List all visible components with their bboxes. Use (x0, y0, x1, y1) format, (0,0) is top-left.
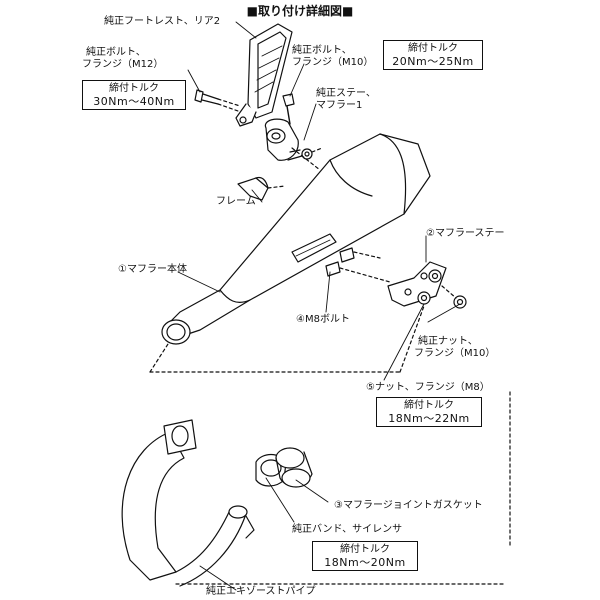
torque-band-value: 18Nm〜20Nm (324, 556, 406, 569)
muffler-stay-2-drawing (387, 261, 447, 307)
exhaust-pipe-drawing (121, 419, 248, 587)
bolt-m12-drawing (194, 89, 241, 112)
band-drawing (245, 453, 287, 539)
torque-m12-value: 30Nm〜40Nm (93, 95, 175, 108)
label-band-silencer: 純正バンド、サイレンサ (292, 524, 403, 535)
torque-m12-label: 締付トルク (109, 83, 159, 94)
label-nut-m8: ⑤ナット、フランジ（M8） (366, 382, 490, 393)
stay1-drawing (264, 118, 323, 161)
torque-box-m10: 締付トルク 20Nm〜25Nm (383, 40, 483, 70)
label-frame: フレーム (216, 196, 256, 207)
label-footrest: 純正フートレスト、リア2 (104, 16, 221, 27)
torque-m8-value: 18Nm〜22Nm (388, 412, 470, 425)
label-bolt-m12-line2: フランジ（M12） (82, 59, 164, 70)
torque-m8-label: 締付トルク (404, 400, 454, 411)
label-bolt-m10-line1: 純正ボルト、 (292, 45, 352, 56)
muffler-body-drawing (161, 133, 431, 345)
gasket-drawing (275, 447, 313, 488)
label-nut-m10-line1: 純正ナット、 (418, 336, 478, 347)
diagram-title: ■取り付け詳細図■ (246, 4, 354, 18)
torque-band-label: 締付トルク (340, 544, 390, 555)
label-m8-bolt: ④M8ボルト (296, 314, 350, 325)
label-stay1-line2: マフラー1 (316, 100, 363, 111)
label-stay1-line1: 純正ステー、 (316, 88, 376, 99)
label-bolt-m12-line1: 純正ボルト、 (86, 47, 146, 58)
frame-drawing (237, 176, 286, 201)
label-muffler-stay: ②マフラーステー (426, 228, 505, 239)
label-muffler-body: ①マフラー本体 (118, 264, 187, 275)
label-nut-m10-line2: フランジ（M10） (414, 348, 496, 359)
label-gasket: ③マフラージョイントガスケット (334, 500, 483, 511)
torque-box-m8: 締付トルク 18Nm〜22Nm (376, 397, 482, 427)
torque-m10-label: 締付トルク (408, 43, 458, 54)
footrest-drawing (235, 23, 293, 127)
torque-box-band: 締付トルク 18Nm〜20Nm (312, 541, 418, 571)
label-bolt-m10-line2: フランジ（M10） (292, 57, 374, 68)
m8-bolts-drawing (325, 247, 391, 283)
torque-m10-value: 20Nm〜25Nm (392, 55, 474, 68)
torque-box-m12: 締付トルク 30Nm〜40Nm (82, 80, 186, 110)
label-exhaust-pipe: 純正エキゾーストパイプ (206, 586, 316, 597)
